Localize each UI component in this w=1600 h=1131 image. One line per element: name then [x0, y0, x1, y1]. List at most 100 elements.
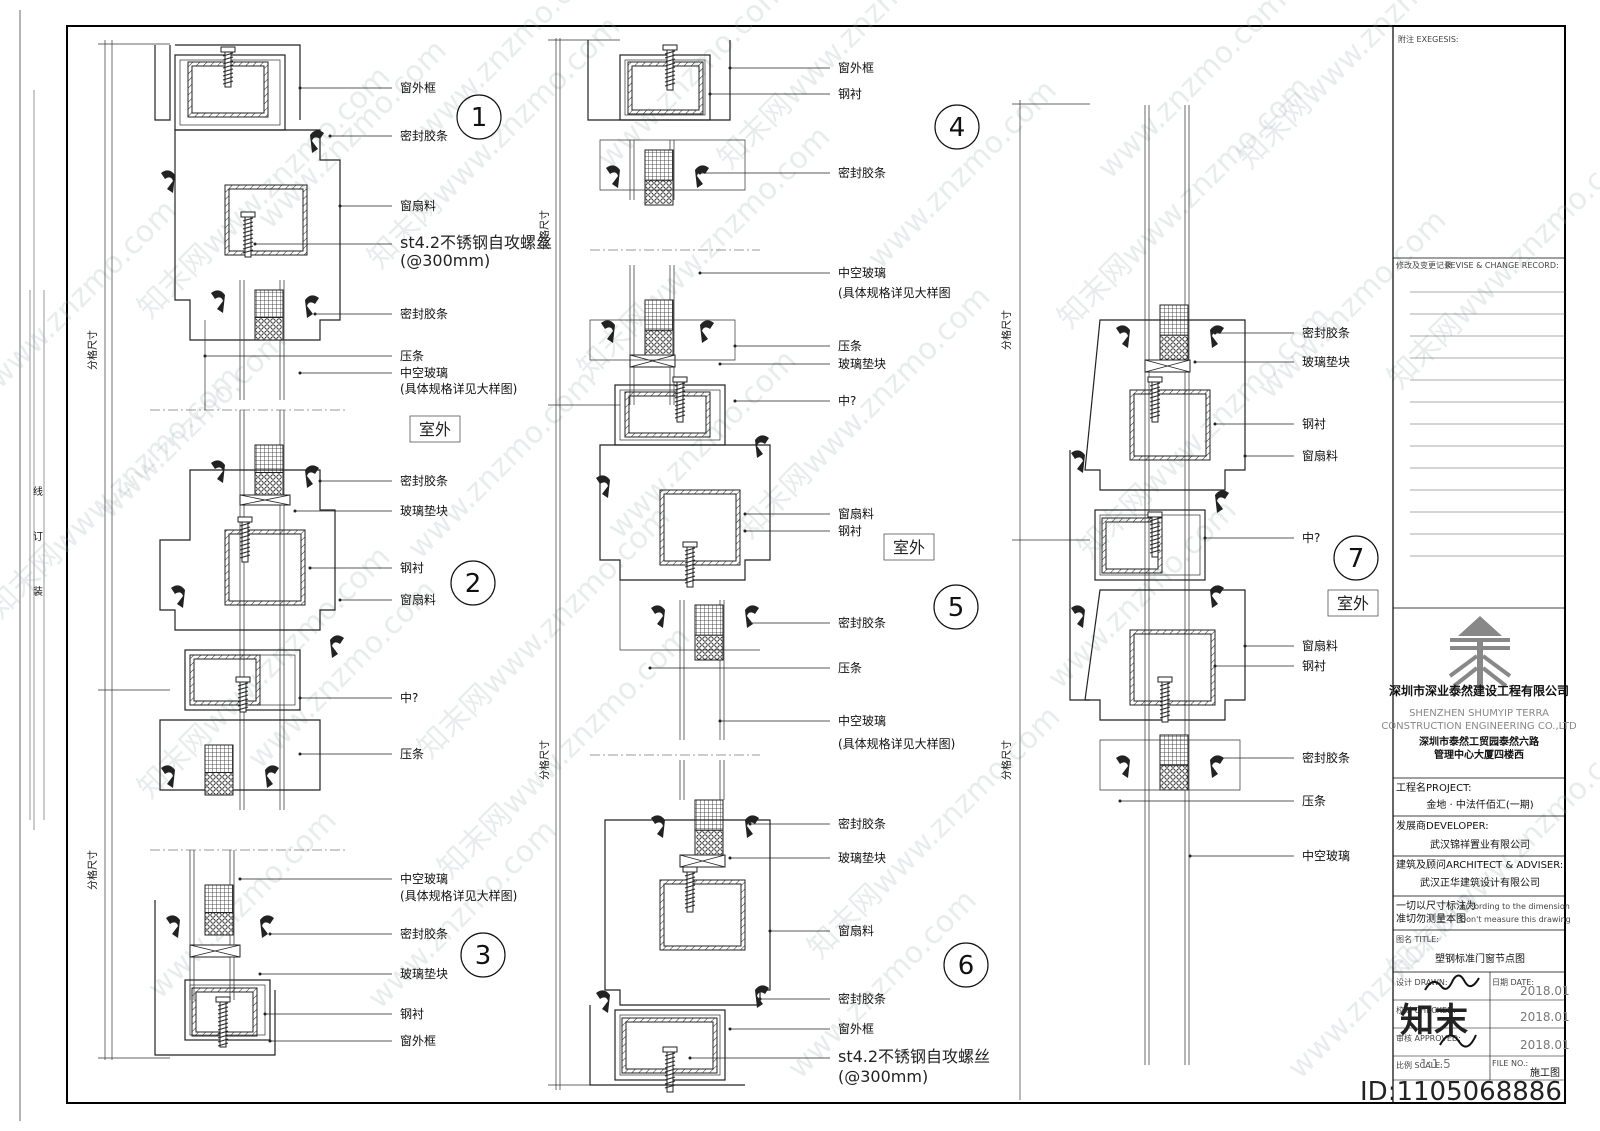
- date-1: 2018.01: [1520, 984, 1570, 998]
- callout-text: 窗外框: [400, 1034, 436, 1048]
- seal-gasket: [1116, 755, 1130, 778]
- leader-dot: [268, 932, 272, 936]
- seal-gasket: [651, 605, 665, 628]
- dim-label-2a: 分格尺寸: [538, 210, 551, 250]
- screw-shank: [686, 871, 694, 913]
- dim-label-2b: 分格尺寸: [538, 740, 551, 780]
- spacer-bar: [644, 149, 674, 181]
- leader-dot: [718, 719, 722, 723]
- callout-d6-3: 窗扇料: [768, 923, 874, 938]
- scale-label: 比例 SCALE:: [1396, 1060, 1443, 1070]
- leader-dot: [698, 271, 702, 275]
- date-2: 2018.01: [1520, 1010, 1570, 1024]
- callout-d7-9: 压条: [1118, 794, 1326, 808]
- leader-dot: [688, 1056, 692, 1060]
- approved-label: 审核 APPROVED:: [1396, 1033, 1461, 1043]
- screw-shank: [686, 546, 694, 588]
- watermark-text: 知末网www.znzmo.com: [731, 279, 997, 545]
- callout-d6-1: 密封胶条: [748, 816, 886, 831]
- spacer-bar: [694, 604, 724, 636]
- callout-text: 玻璃垫块: [1302, 354, 1350, 369]
- note-en-2: Don't measure this drawing: [1460, 915, 1571, 924]
- leader-dot: [338, 598, 342, 602]
- screw-head: [240, 211, 256, 218]
- date-3: 2018.01: [1520, 1038, 1570, 1052]
- screw-shank: [666, 1051, 674, 1093]
- callout-text: (具体规格详见大样图: [838, 285, 951, 300]
- seal-gasket: [260, 915, 274, 938]
- developer-value: 武汉锦祥置业有限公司: [1430, 838, 1530, 851]
- detail-number-3: 3: [460, 932, 506, 978]
- desiccant: [1159, 334, 1189, 361]
- outdoor-tag-2: 室外: [883, 533, 935, 561]
- detail-number-6: 6: [943, 942, 989, 988]
- margin-fold-label: 装: [33, 585, 43, 598]
- callout-text: 窗扇料: [1302, 448, 1338, 463]
- screw-head: [1157, 676, 1173, 683]
- sheet-border: [66, 25, 1566, 1104]
- callout-text: 压条: [400, 747, 424, 761]
- seal-gasket: [745, 605, 759, 628]
- seal-gasket: [700, 320, 714, 343]
- leader-dot: [338, 204, 342, 208]
- screw-head: [237, 516, 253, 523]
- seal-gasket: [211, 460, 225, 483]
- callout-d1-6: 密封胶条: [313, 306, 448, 321]
- leader-dot: [1188, 854, 1192, 858]
- margin-line-label: 线: [33, 485, 43, 498]
- seal-gasket: [596, 990, 610, 1013]
- leader-dot: [733, 344, 737, 348]
- spacer-bar: [694, 799, 724, 831]
- seal-gasket: [305, 295, 319, 318]
- callout-text: 密封胶条: [838, 816, 886, 831]
- profile-drawings: [154, 40, 1246, 1093]
- callout-text: 窗扇料: [1302, 638, 1338, 653]
- seal-gasket: [161, 765, 175, 788]
- seal-gasket: [161, 170, 175, 193]
- steel-liner: [1129, 629, 1216, 706]
- leader-dot: [1213, 664, 1217, 668]
- stage-value: 施工图: [1530, 1066, 1560, 1079]
- callout-d2-3: 钢衬: [308, 561, 424, 575]
- seal-gasket: [745, 815, 759, 838]
- sash-profile-7a: [1084, 319, 1246, 491]
- callout-text: 玻璃垫块: [400, 503, 448, 518]
- steel-liner: [659, 879, 746, 951]
- outdoor-tag-3: 室外: [1327, 589, 1379, 617]
- callout-labels: 窗外框密封胶条窗扇料st4.2不锈钢自攻螺丝(@300mm)密封胶条压条中空玻璃…: [203, 61, 1350, 1086]
- screw-shank: [244, 216, 252, 258]
- callout-d1-7: 压条: [203, 349, 424, 363]
- callout-text: 密封胶条: [1302, 750, 1350, 765]
- leader-dot: [258, 972, 262, 976]
- leader-dot: [748, 621, 752, 625]
- project-label: 工程名PROJECT:: [1396, 781, 1471, 794]
- callout-text: (@300mm): [838, 1067, 928, 1086]
- callout-text: 密封胶条: [838, 991, 886, 1006]
- callout-text: 密封胶条: [400, 926, 448, 941]
- watermark-text: www.znzmo.com: [141, 803, 344, 1006]
- callout-d4-8: 中?: [733, 393, 856, 408]
- callout-d4-1: 窗外框: [728, 61, 874, 75]
- callout-text: 中空玻璃: [400, 871, 448, 886]
- leader-dot: [758, 997, 762, 1001]
- steel-liner: [627, 61, 704, 115]
- profile-column-2: [587, 40, 771, 1093]
- callout-text: 玻璃垫块: [838, 356, 886, 371]
- callout-text: 中空玻璃: [1302, 848, 1350, 863]
- desiccant: [1159, 764, 1189, 791]
- detail-number-5: 5: [933, 584, 979, 630]
- callout-d4-4: 中空玻璃: [698, 265, 886, 280]
- callout-d1-1: 窗外框: [298, 81, 436, 95]
- detail-number-4: 4: [934, 104, 980, 150]
- callout-text: (具体规格详见大样图): [400, 381, 517, 396]
- image-id: ID:1105068886: [1360, 1077, 1562, 1107]
- callout-d7-8: 密封胶条: [1213, 750, 1350, 765]
- callout-d7-7: 钢衬: [1213, 659, 1326, 673]
- title-value: 塑钢标准门窗节点图: [1435, 952, 1525, 965]
- scale-value: 1:1.5: [1420, 1057, 1451, 1071]
- company-name-en-1: SHENZHEN SHUMYIP TERRA: [1409, 708, 1549, 719]
- leader-dot: [718, 362, 722, 366]
- callout-d5-1: 窗扇料: [743, 506, 874, 521]
- steel-liner: [189, 654, 261, 706]
